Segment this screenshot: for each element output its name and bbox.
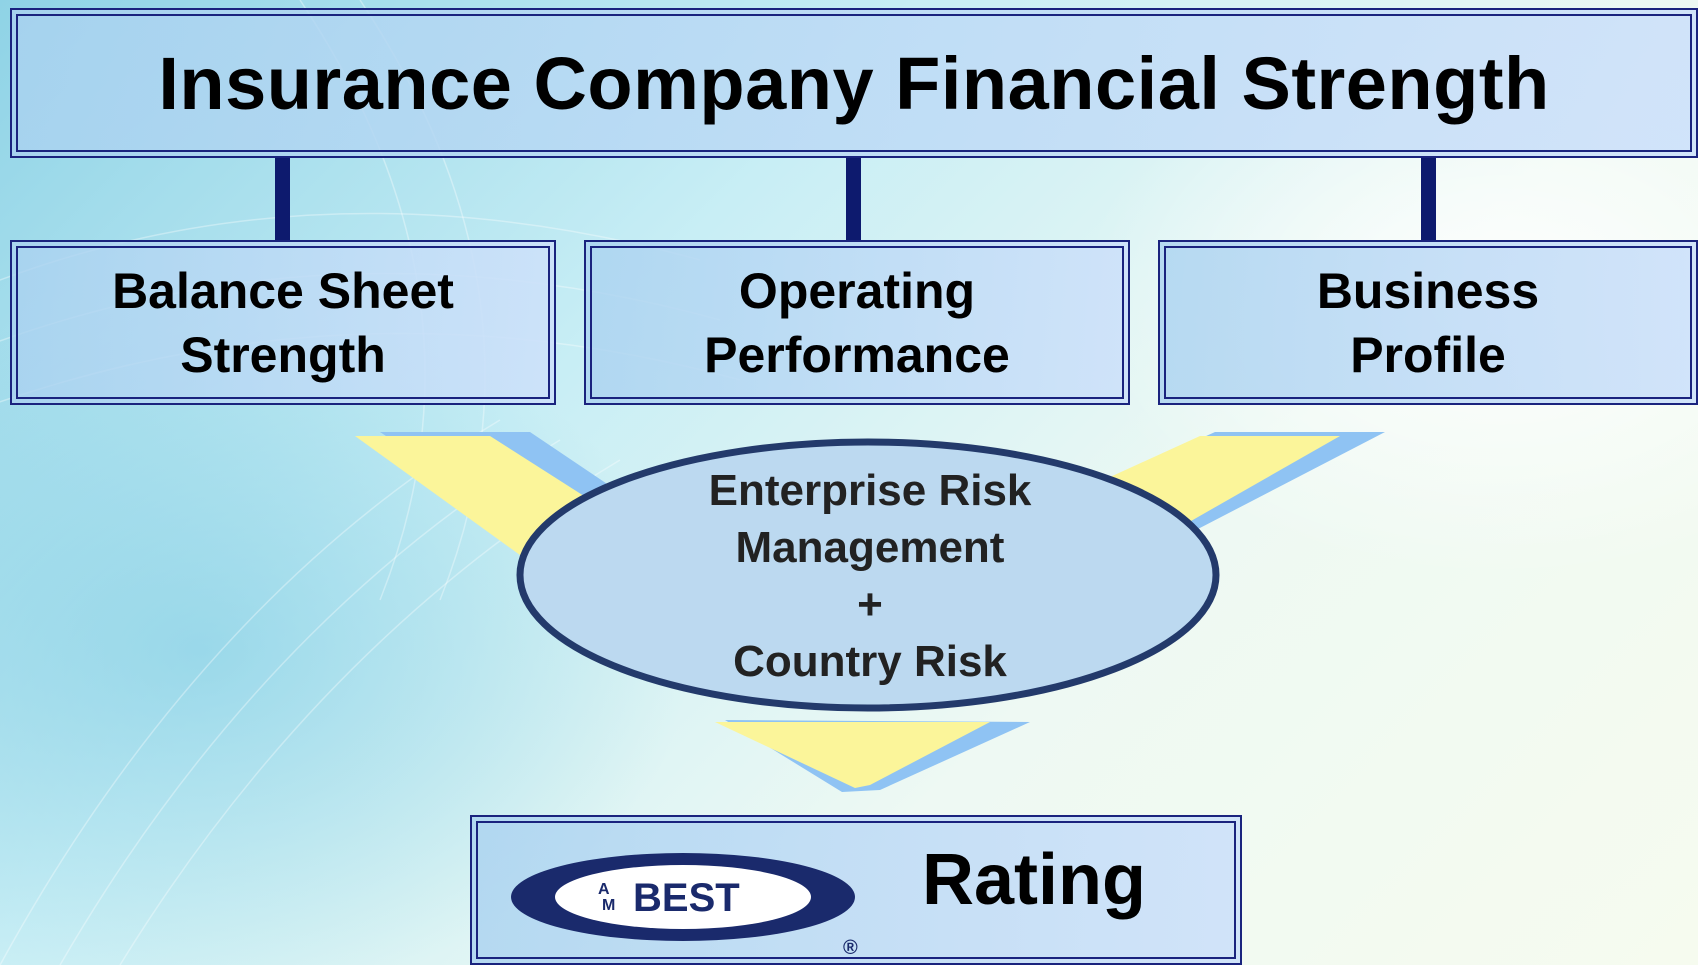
component-label: Balance Sheet Strength bbox=[112, 262, 454, 383]
logo-letter-m: M bbox=[602, 897, 615, 914]
logo-brand: BEST bbox=[633, 876, 740, 920]
am-best-logo: A M BEST ® bbox=[511, 853, 858, 957]
balance-sheet-strength-box: Balance Sheet Strength bbox=[10, 240, 556, 405]
operating-performance-box: Operating Performance bbox=[584, 240, 1130, 405]
component-label: Business Profile bbox=[1316, 262, 1540, 383]
down-arrow bbox=[715, 722, 990, 788]
title-box: Insurance Company Financial Strength bbox=[10, 8, 1698, 158]
business-profile-box: Business Profile bbox=[1158, 240, 1698, 405]
page-title: Insurance Company Financial Strength bbox=[158, 41, 1550, 125]
component-label: Operating Performance bbox=[704, 262, 1010, 383]
rating-label: Rating bbox=[922, 840, 1146, 920]
logo-letter-a: A bbox=[598, 881, 610, 898]
connector-line bbox=[1421, 158, 1436, 240]
oval-label: Enterprise Risk Management + Country Ris… bbox=[708, 466, 1032, 686]
connector-line bbox=[846, 158, 861, 240]
registered-mark: ® bbox=[843, 937, 858, 957]
enterprise-risk-oval bbox=[516, 438, 1220, 712]
connector-line bbox=[275, 158, 290, 240]
rating-box: A M BEST ® Rating bbox=[470, 815, 1242, 965]
